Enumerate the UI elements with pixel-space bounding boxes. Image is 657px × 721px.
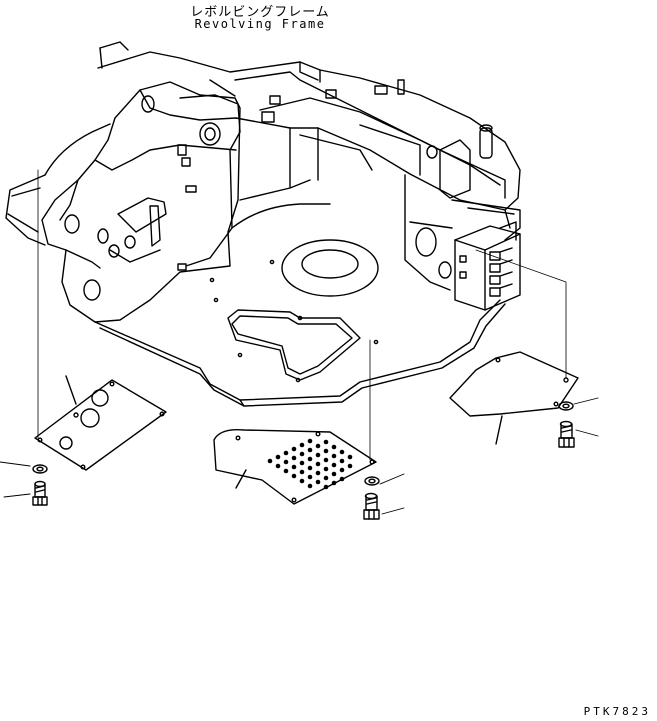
terminal-block	[455, 222, 520, 310]
title-japanese: レボルビングフレーム	[190, 5, 330, 20]
assembly-lines	[38, 170, 566, 460]
left-washer	[33, 465, 47, 473]
revolving-frame-body	[6, 42, 520, 406]
right-washer	[559, 402, 573, 410]
drawing-code: PTK7823	[583, 705, 651, 718]
title-english: Revolving Frame	[194, 17, 326, 31]
mesh-holes	[267, 438, 353, 490]
center-bolt	[364, 494, 379, 520]
center-washer	[365, 477, 379, 485]
right-under-cover	[450, 352, 578, 444]
left-under-cover	[35, 376, 166, 470]
leader-lines	[0, 398, 598, 514]
left-bolt	[33, 482, 47, 506]
center-mesh-cover	[214, 430, 376, 504]
right-bolt	[559, 422, 574, 448]
